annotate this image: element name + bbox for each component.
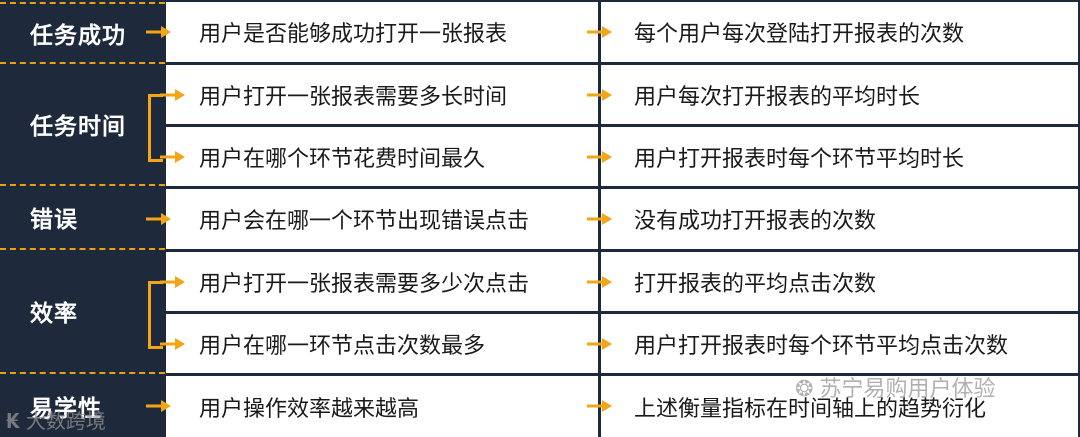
watermark-text: 苏宁易购用户体验 [819, 377, 996, 402]
category-label: 任务成功 [30, 23, 126, 49]
metric-text: 没有成功打开报表的次数 [634, 209, 877, 234]
question-text: 用户打开一张报表需要多少次点击 [199, 271, 530, 297]
arrow-right-icon [146, 26, 171, 38]
question-cell: 用户操作效率越来越高 [166, 376, 598, 437]
question-cell: 用户是否能够成功打开一张报表 [166, 2, 598, 62]
arrow-right-icon [160, 89, 185, 101]
question-text: 用户在哪个环节花费时间最久 [199, 146, 486, 172]
metric-text: 每个用户每次登陆打开报表的次数 [634, 22, 965, 47]
metric-text: 用户每次打开报表的平均时长 [634, 84, 921, 110]
metric-cell: 没有成功打开报表的次数 [601, 189, 1078, 249]
arrow-right-icon [160, 151, 185, 163]
category-task-success: 任务成功 [0, 2, 165, 64]
metric-cell: 打开报表的平均点击次数 [601, 252, 1078, 311]
question-text: 用户是否能够成功打开一张报表 [199, 22, 508, 47]
arrow-right-icon [587, 400, 612, 412]
metric-text: 用户打开报表时每个环节平均时长 [634, 146, 965, 172]
category-label: 易学性 [30, 395, 102, 422]
arrow-right-icon [587, 151, 612, 163]
watermark-left: ₭大数跨境 [6, 405, 106, 434]
watermark-text: 大数跨境 [25, 409, 106, 433]
arrow-right-icon [587, 89, 612, 101]
arrow-right-icon [587, 276, 612, 288]
metric-text: 上述衡量指标在时间轴上的趋势衍化 [634, 396, 987, 422]
arrow-right-icon [160, 276, 185, 288]
metric-cell: 上述衡量指标在时间轴上的趋势衍化 [601, 376, 1078, 437]
question-text: 用户会在哪一个环节出现错误点击 [199, 209, 530, 234]
metric-cell: 每个用户每次登陆打开报表的次数 [601, 2, 1078, 62]
arrow-right-icon [146, 400, 171, 412]
question-cell: 用户在哪个环节花费时间最久 [166, 127, 598, 186]
category-errors: 错误 [0, 186, 165, 250]
metric-cell: 用户打开报表时每个环节平均点击次数 [601, 314, 1078, 373]
arrow-right-icon [587, 26, 612, 38]
category-efficiency: 效率 [0, 250, 165, 374]
arrow-right-icon [587, 338, 612, 350]
category-label: 效率 [30, 301, 78, 327]
arrow-right-icon [587, 213, 612, 225]
category-label: 任务时间 [30, 114, 126, 140]
group-bracket [148, 94, 163, 162]
category-learnability: 易学性 [0, 374, 165, 437]
question-text: 用户打开一张报表需要多长时间 [199, 84, 508, 110]
metric-text: 用户打开报表时每个环节平均点击次数 [634, 333, 1009, 359]
question-cell: 用户打开一张报表需要多长时间 [166, 65, 598, 124]
question-cell: 用户在哪一环节点击次数最多 [166, 314, 598, 373]
category-label: 错误 [30, 207, 78, 233]
watermark-logo-icon: ₭ [6, 409, 20, 433]
metric-cell: 用户打开报表时每个环节平均时长 [601, 127, 1078, 186]
wechat-icon: ❂ [795, 377, 814, 402]
group-bracket [148, 281, 163, 349]
question-text: 用户在哪一环节点击次数最多 [199, 333, 486, 359]
question-cell: 用户打开一张报表需要多少次点击 [166, 252, 598, 311]
arrow-right-icon [160, 338, 185, 350]
question-cell: 用户会在哪一个环节出现错误点击 [166, 189, 598, 249]
arrow-right-icon [146, 213, 171, 225]
category-task-time: 任务时间 [0, 64, 165, 186]
question-text: 用户操作效率越来越高 [199, 396, 420, 422]
watermark-right: ❂苏宁易购用户体验 [795, 371, 995, 403]
metric-cell: 用户每次打开报表的平均时长 [601, 65, 1078, 124]
metric-text: 打开报表的平均点击次数 [634, 271, 877, 297]
